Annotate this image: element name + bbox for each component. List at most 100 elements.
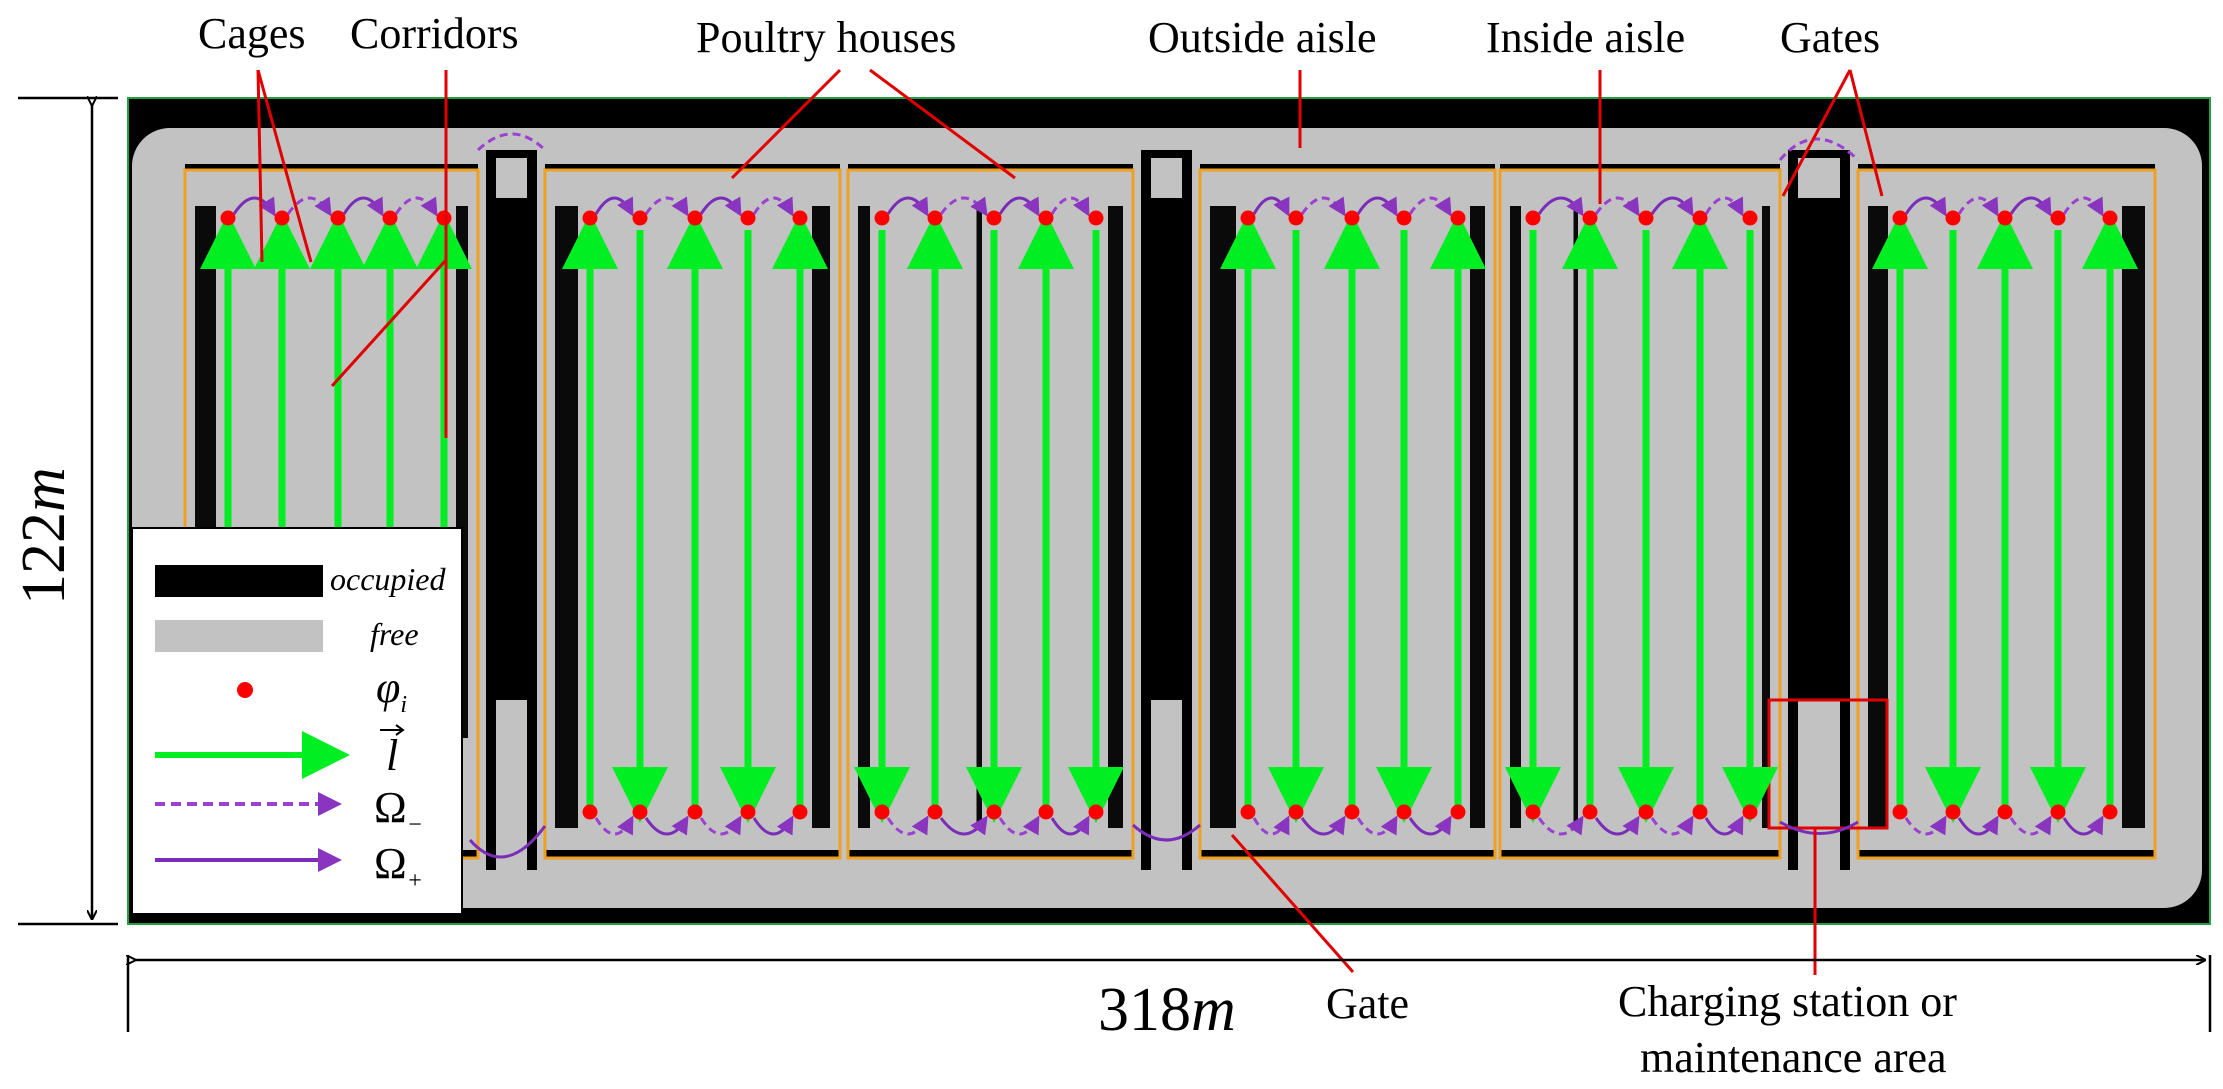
cage-row-3-end — [1470, 206, 1485, 828]
waypoint-bottom-2-3 — [1038, 804, 1054, 820]
turn-bottom-5-3 — [2062, 815, 2104, 836]
height-dimension: 122m — [10, 98, 118, 926]
waypoint-top-4-3 — [1692, 210, 1708, 226]
turn-top-4-0 — [1537, 196, 1584, 217]
legend-phi-label: φi — [376, 663, 407, 718]
cage-row-1-0 — [555, 206, 578, 828]
turn-bottom-1-2 — [699, 815, 742, 836]
house-top-wall-3 — [1200, 164, 1495, 170]
waypoint-top-2-1 — [927, 210, 943, 226]
turn-top-0-2 — [342, 196, 384, 217]
poultry-house-2 — [846, 168, 1135, 860]
label-poultry-houses: Poultry houses — [696, 13, 956, 62]
waypoint-bottom-4-0 — [1525, 804, 1541, 820]
label-outside-aisle: Outside aisle — [1148, 13, 1377, 62]
waypoint-top-1-4 — [792, 210, 808, 226]
waypoint-bottom-1-2 — [687, 804, 703, 820]
cage-row-2-0 — [858, 206, 870, 828]
waypoint-top-1-0 — [582, 210, 598, 226]
label-corridors: Corridors — [350, 9, 519, 58]
turn-top-3-2 — [1356, 196, 1398, 217]
turn-bottom-1-1 — [644, 815, 689, 836]
waypoint-top-0-2 — [330, 210, 346, 226]
gate-bottom-1 — [1151, 700, 1182, 880]
cage-row-2-end — [1108, 206, 1123, 828]
lane-arrows — [200, 213, 2138, 823]
turn-top-1-3 — [752, 196, 794, 217]
legend-l-vector-mark — [380, 724, 405, 736]
house-top-wall-5 — [1858, 164, 2155, 170]
poultry-house-4 — [1498, 168, 1782, 860]
waypoint-top-3-4 — [1450, 210, 1466, 226]
cages-pointer — [256, 69, 264, 263]
poultry-houses-pointer-1 — [730, 68, 842, 180]
house-top-wall-0 — [185, 164, 478, 170]
outer-aisle-link-bottom-2 — [468, 825, 547, 859]
legend: occupied free φi l Ω− Ω+ — [131, 527, 463, 915]
waypoint-top-4-1 — [1582, 210, 1598, 226]
poultry-houses-pointer-2 — [869, 68, 1016, 180]
turn-top-1-1 — [644, 196, 689, 217]
gate-pointer — [1230, 834, 1355, 973]
cage-row-4-1 — [1573, 206, 1578, 828]
turn-top-4-3 — [1704, 196, 1744, 217]
waypoint-bottom-4-4 — [1742, 804, 1758, 820]
legend-occupied-label: occupied — [330, 561, 447, 597]
waypoint-top-0-3 — [382, 210, 398, 226]
label-gates: Gates — [1780, 13, 1880, 62]
house-bottom-wall-2 — [848, 850, 1133, 858]
poultry-house-5 — [1856, 168, 2157, 860]
waypoint-top-3-2 — [1344, 210, 1360, 226]
turn-bottom-5-0 — [1904, 815, 1947, 836]
turn-bottom-3-1 — [1300, 815, 1346, 836]
gates-pointer-2 — [1848, 69, 1884, 197]
waypoint-bottom-3-4 — [1450, 804, 1466, 820]
annotation-lines — [256, 68, 1884, 975]
turn-bottom-2-3 — [1050, 815, 1090, 836]
turn-top-0-0 — [232, 196, 276, 217]
waypoint-bottom-4-2 — [1638, 804, 1654, 820]
waypoint-top-2-4 — [1088, 210, 1104, 226]
turn-top-5-3 — [2062, 196, 2104, 217]
gate-top-2 — [1798, 158, 1840, 198]
outer-aisle-link-top-0 — [476, 132, 547, 152]
waypoint-top-4-2 — [1638, 210, 1654, 226]
label-inside-aisle: Inside aisle — [1486, 13, 1685, 62]
turn-paths — [232, 132, 2104, 859]
waypoint-top-2-3 — [1038, 210, 1054, 226]
waypoint-bottom-3-0 — [1240, 804, 1256, 820]
waypoint-top-1-2 — [687, 210, 703, 226]
waypoint-bottom-5-2 — [1997, 804, 2013, 820]
waypoint-top-1-1 — [632, 210, 648, 226]
waypoint-top-3-3 — [1396, 210, 1412, 226]
waypoint-top-2-2 — [986, 210, 1002, 226]
turn-top-1-2 — [699, 196, 742, 217]
turn-bottom-4-0 — [1537, 815, 1584, 836]
turn-bottom-3-2 — [1356, 815, 1398, 836]
waypoint-top-4-0 — [1525, 210, 1541, 226]
height-label: 122m — [10, 467, 78, 605]
turn-top-4-2 — [1650, 196, 1694, 217]
waypoints — [220, 210, 2118, 820]
waypoint-bottom-2-2 — [986, 804, 1002, 820]
turn-top-3-0 — [1252, 196, 1290, 217]
waypoint-top-2-0 — [874, 210, 890, 226]
corridors-pointer-2 — [330, 258, 448, 388]
turn-bottom-2-0 — [886, 815, 929, 836]
turn-top-2-3 — [1050, 196, 1090, 217]
waypoint-bottom-5-1 — [1945, 804, 1961, 820]
waypoint-bottom-4-3 — [1692, 804, 1708, 820]
label-cages: Cages — [198, 9, 306, 58]
annotations: Cages Corridors Poultry houses Outside a… — [198, 9, 1957, 1082]
outer-aisle-link-bottom-0 — [1131, 823, 1201, 842]
waypoint-top-0-1 — [274, 210, 290, 226]
label-charging-line2: maintenance area — [1640, 1033, 1947, 1082]
cage-row-2-2 — [976, 206, 982, 828]
waypoint-bottom-2-4 — [1088, 804, 1104, 820]
turn-top-4-1 — [1594, 196, 1640, 217]
turn-top-0-3 — [394, 196, 438, 217]
cage-row-4-end — [1762, 206, 1770, 828]
waypoint-top-5-1 — [1945, 210, 1961, 226]
legend-l-label: l — [386, 731, 398, 780]
